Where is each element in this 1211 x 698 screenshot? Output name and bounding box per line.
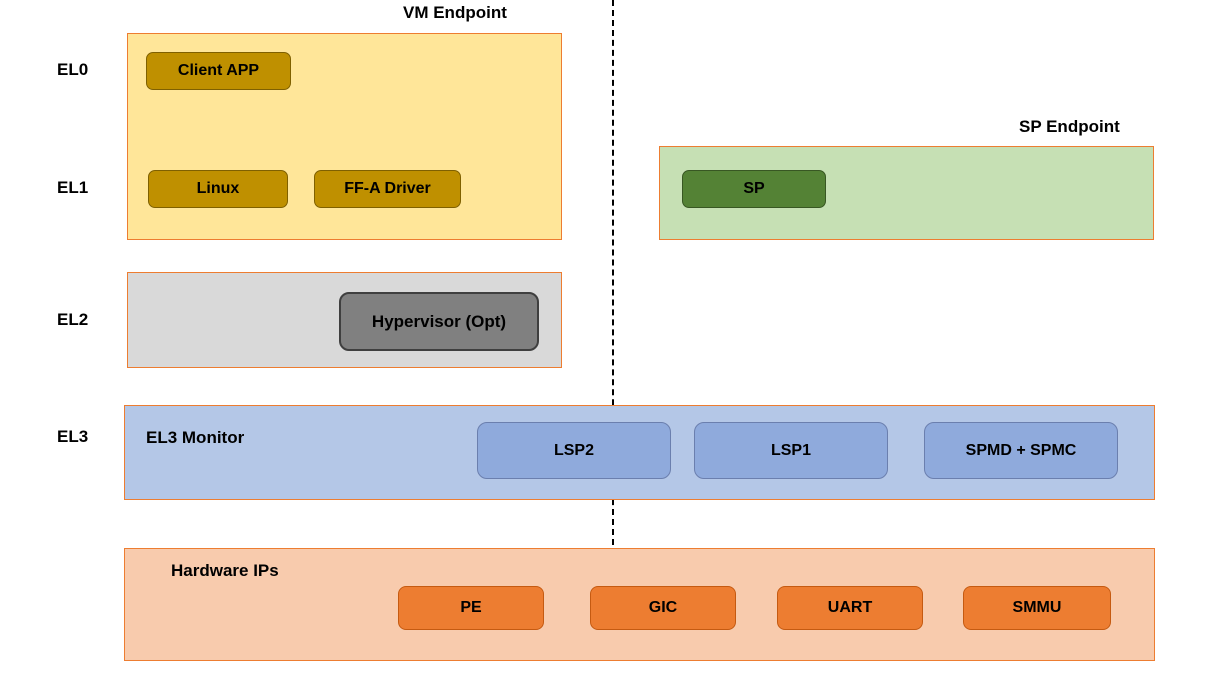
- ffa-driver-node: FF-A Driver: [314, 170, 461, 208]
- spmd-spmc-node: SPMD + SPMC: [924, 422, 1118, 479]
- el2-label: EL2: [57, 310, 89, 329]
- el0-label: EL0: [57, 60, 89, 79]
- client-app-node: Client APP: [146, 52, 291, 90]
- vm-endpoint-title: VM Endpoint: [403, 3, 507, 22]
- el2-region: Hypervisor (Opt): [127, 272, 562, 368]
- pe-node: PE: [398, 586, 544, 630]
- gic-node: GIC: [590, 586, 736, 630]
- lsp1-node: LSP1: [694, 422, 888, 479]
- sp-endpoint-title: SP Endpoint: [1019, 117, 1120, 136]
- uart-node: UART: [777, 586, 923, 630]
- lsp2-node: LSP2: [477, 422, 671, 479]
- el3-label: EL3: [57, 427, 89, 446]
- el3-monitor-region: EL3 Monitor LSP2 LSP1 SPMD + SPMC: [124, 405, 1155, 500]
- el3-monitor-title: EL3 Monitor: [146, 428, 245, 447]
- hypervisor-node: Hypervisor (Opt): [339, 292, 539, 351]
- sp-endpoint-region: SP: [659, 146, 1154, 240]
- hardware-region: Hardware IPs PE GIC UART SMMU: [124, 548, 1155, 661]
- endpoint-separator-dashed-line: [612, 0, 614, 545]
- hardware-ips-title: Hardware IPs: [171, 561, 279, 580]
- sp-node: SP: [682, 170, 826, 208]
- vm-endpoint-region: Client APP Linux FF-A Driver: [127, 33, 562, 240]
- el1-label: EL1: [57, 178, 89, 197]
- linux-node: Linux: [148, 170, 288, 208]
- smmu-node: SMMU: [963, 586, 1111, 630]
